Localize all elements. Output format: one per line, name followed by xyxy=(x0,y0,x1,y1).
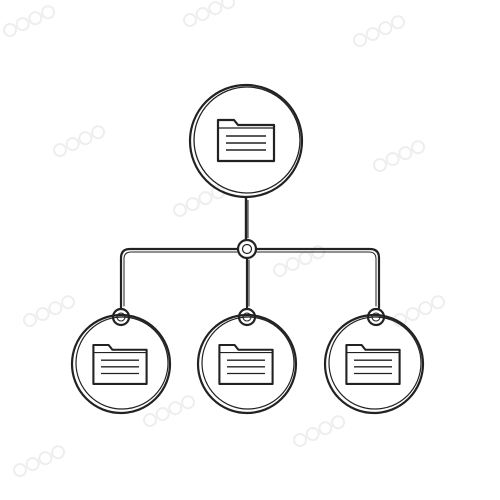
root-node xyxy=(188,83,304,199)
root-folder-icon xyxy=(216,118,276,163)
child-node-3 xyxy=(323,307,425,415)
branch-connectors xyxy=(119,247,381,310)
child-2-folder-icon xyxy=(218,343,274,385)
child-node-2 xyxy=(196,307,298,415)
child-3-folder-icon xyxy=(345,343,401,385)
root-connector xyxy=(244,198,249,240)
child-node-1 xyxy=(70,307,172,415)
child-1-folder-icon xyxy=(92,343,148,385)
hub-node xyxy=(236,238,258,260)
